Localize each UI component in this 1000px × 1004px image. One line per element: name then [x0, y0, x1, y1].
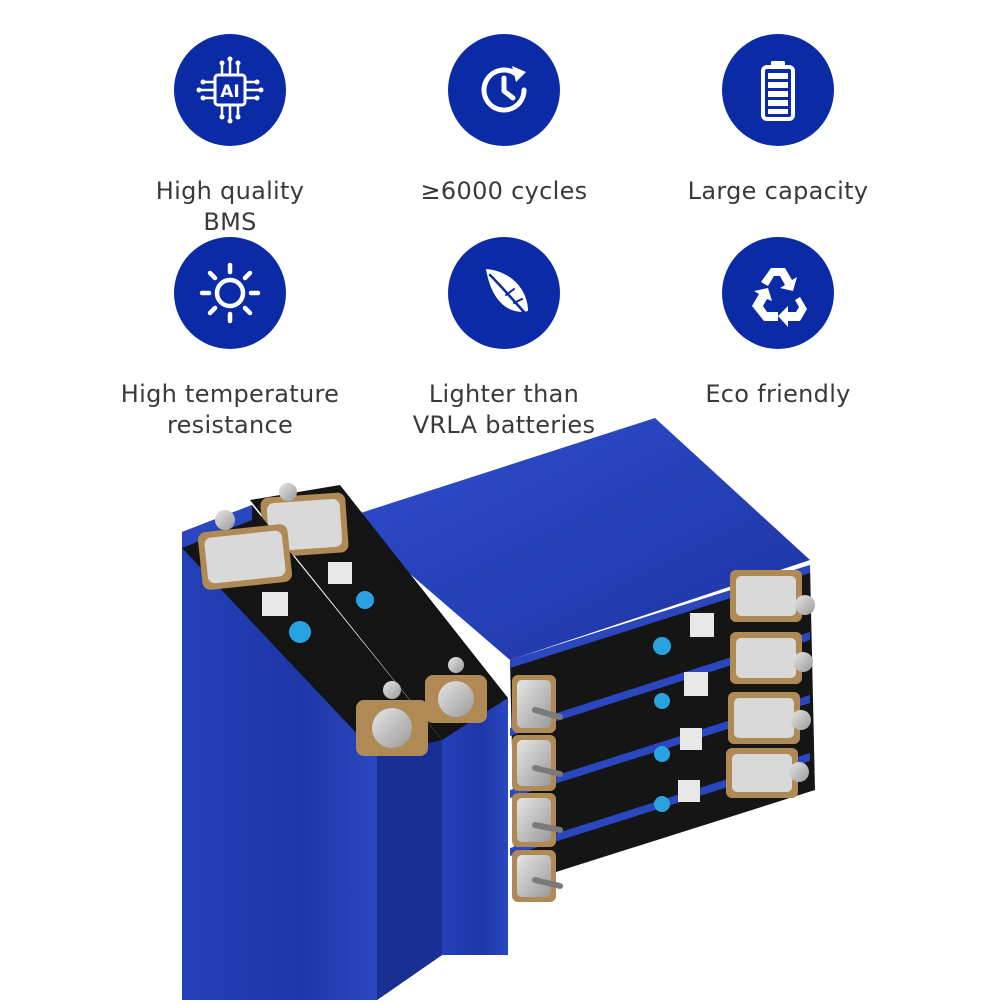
sun-icon	[174, 237, 286, 349]
battery-cells-image	[170, 410, 830, 1000]
feature-large-capacity: Large capacity	[648, 34, 908, 207]
feature-label: High quality BMS	[155, 177, 305, 236]
feature-eco-friendly: Eco friendly	[648, 237, 908, 410]
cell-terminal	[726, 570, 815, 798]
vertical-cell	[182, 505, 442, 1000]
ai-chip-icon: AI	[174, 34, 286, 146]
vent-dot	[653, 613, 714, 812]
feature-label: Large capacity	[687, 177, 869, 205]
feature-high-quality-bms: AI High quality BMS	[100, 34, 360, 238]
chip-text: AI	[220, 82, 239, 102]
feature-label: High temperature resistance	[120, 380, 340, 439]
cell-terminal	[512, 675, 563, 902]
feature-label: Lighter than VRLA batteries	[412, 380, 596, 439]
clock-cycle-icon	[448, 34, 560, 146]
feature-label: Eco friendly	[705, 380, 851, 408]
feature-high-temperature: High temperature resistance	[100, 237, 360, 441]
feather-icon	[448, 237, 560, 349]
recycle-icon	[722, 237, 834, 349]
battery-full-icon	[722, 34, 834, 146]
feature-label: ≥6000 cycles	[420, 177, 588, 205]
feature-lighter: Lighter than VRLA batteries	[374, 237, 634, 441]
feature-cycles: ≥6000 cycles	[374, 34, 634, 207]
